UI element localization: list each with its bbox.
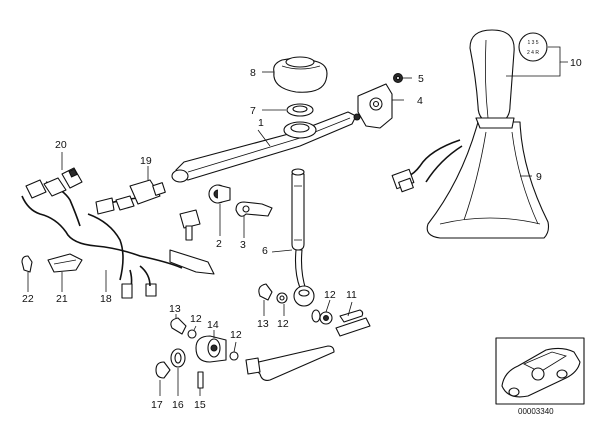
pattern-row-bottom: 2 4 R xyxy=(527,50,539,56)
bracket-plate xyxy=(169,209,215,275)
washer-12-lower xyxy=(187,329,197,339)
label-13-upper: 13 xyxy=(257,318,269,330)
bushing-2 xyxy=(208,184,231,204)
leader-1 xyxy=(257,129,271,147)
leader-12-small xyxy=(233,341,237,353)
label-12-right: 12 xyxy=(324,289,336,301)
label-9: 9 xyxy=(536,171,542,183)
label-6: 6 xyxy=(262,245,268,257)
bushing-12-right xyxy=(311,309,333,325)
shift-rod-6 xyxy=(291,168,315,307)
pin-15 xyxy=(197,371,204,389)
clip-21 xyxy=(47,253,83,273)
label-5: 5 xyxy=(418,73,424,85)
washer-12-upper xyxy=(276,292,288,304)
joint-14 xyxy=(195,335,227,363)
label-1: 1 xyxy=(258,117,264,129)
sensor-20 xyxy=(25,167,83,199)
label-11: 11 xyxy=(346,289,357,301)
leader-10 xyxy=(506,46,568,77)
label-2: 2 xyxy=(216,238,222,250)
washer-12-small xyxy=(229,351,239,361)
leader-6 xyxy=(271,249,293,253)
switch-19 xyxy=(95,179,166,215)
label-16: 16 xyxy=(172,399,184,411)
clip-13-upper xyxy=(258,283,273,301)
clip-22 xyxy=(21,255,33,273)
leader-11 xyxy=(347,301,353,317)
catalog-number: 00003340 xyxy=(518,407,554,416)
label-14: 14 xyxy=(207,319,219,331)
rubber-bush-16 xyxy=(170,348,186,368)
nut-5 xyxy=(393,73,403,83)
label-21: 21 xyxy=(56,293,68,305)
bracket-4 xyxy=(357,83,393,129)
label-20: 20 xyxy=(55,139,67,151)
car-location-inset xyxy=(495,337,585,405)
leader-12-right xyxy=(325,299,331,313)
ring-7 xyxy=(286,103,314,117)
clip-13-lower xyxy=(170,317,187,335)
label-12-lower: 12 xyxy=(190,313,202,325)
label-3: 3 xyxy=(240,239,246,251)
label-7: 7 xyxy=(250,105,256,117)
label-8: 8 xyxy=(250,67,256,79)
label-10: 10 xyxy=(570,57,582,69)
label-19: 19 xyxy=(140,155,152,167)
label-17: 17 xyxy=(151,399,163,411)
part-labels: 1 2 3 4 5 6 7 8 9 10 11 12 12 12 12 13 1… xyxy=(22,57,582,411)
pattern-row-top: 1 3 5 xyxy=(527,40,538,46)
selector-rod-lower xyxy=(245,345,335,381)
cap-8 xyxy=(273,56,328,93)
shift-knob xyxy=(469,29,515,129)
shift-boot xyxy=(426,121,550,239)
label-13-lower: 13 xyxy=(169,303,181,315)
label-4: 4 xyxy=(417,95,423,107)
shift-pattern-emblem: 1 3 5 2 4 R xyxy=(518,32,548,62)
shift-lever-1 xyxy=(171,111,361,183)
knob-wiring-harness xyxy=(391,139,463,193)
label-12-upper: 12 xyxy=(277,318,289,330)
leader-12-lower xyxy=(193,325,197,331)
clip-3 xyxy=(235,201,273,217)
wiring-harness-18 xyxy=(21,181,183,299)
label-18: 18 xyxy=(100,293,112,305)
selector-rod-11 xyxy=(335,309,371,337)
label-22: 22 xyxy=(22,293,34,305)
label-15: 15 xyxy=(194,399,206,411)
label-12-small: 12 xyxy=(230,329,242,341)
clip-17 xyxy=(155,361,171,379)
